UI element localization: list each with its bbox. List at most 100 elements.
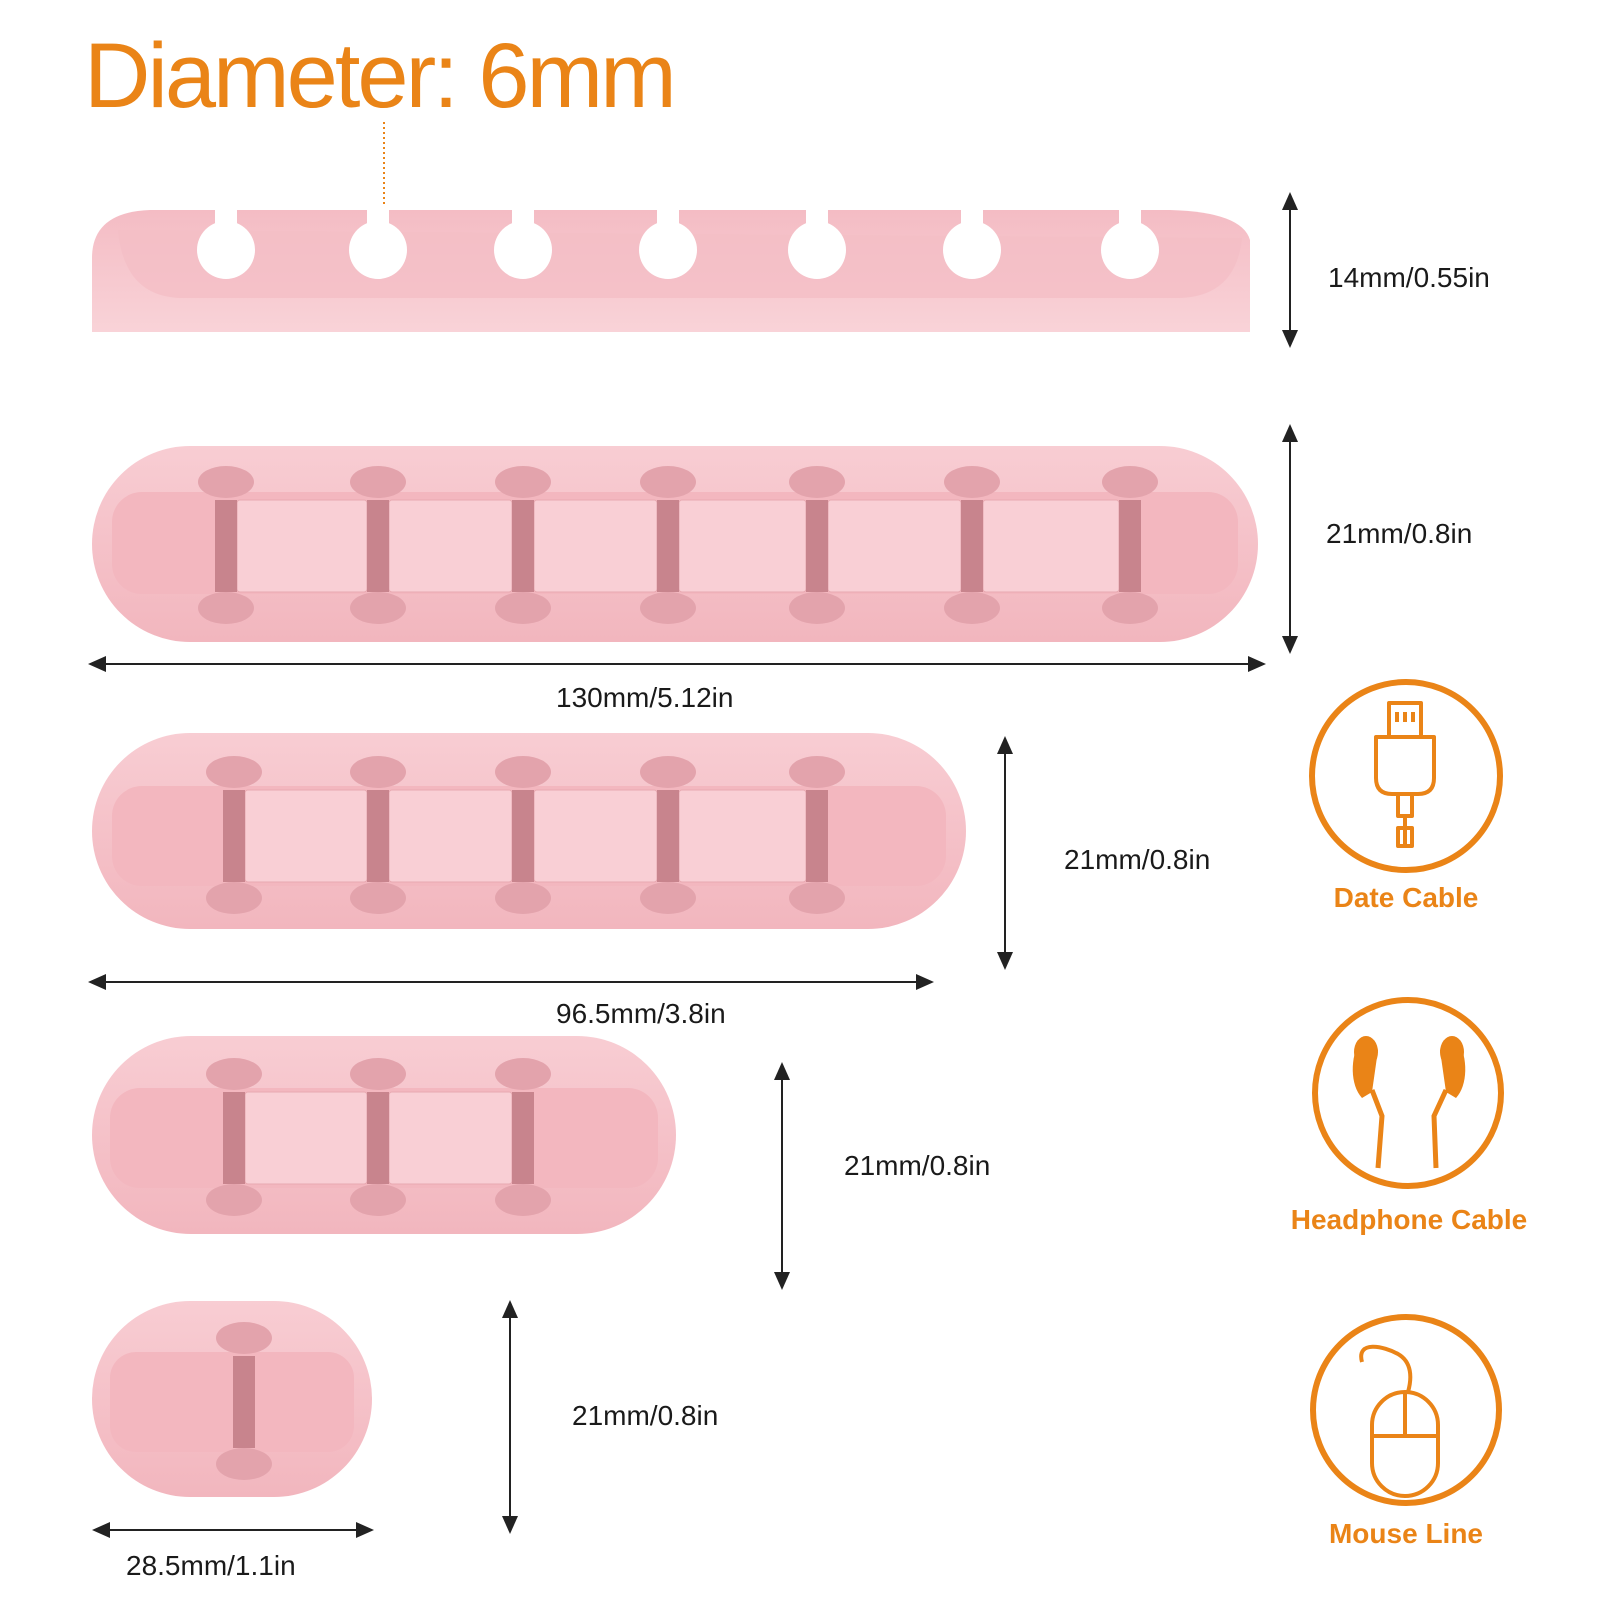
headphone-cable-caption: Headphone Cable [1290,1204,1528,1235]
groove-bottom-notch [1102,592,1158,624]
cable-groove [215,500,237,592]
groove-top-notch [1102,466,1158,498]
cable-slit [961,206,983,228]
cable-hole [494,221,552,279]
clip-block [388,1091,513,1185]
groove-bottom-notch [350,1184,406,1216]
groove-bottom-notch [640,592,696,624]
cable-groove [806,790,828,882]
seven-slot-length-label: 130mm/5.12in [556,682,734,713]
one-slot-height-label: 21mm/0.8in [572,1400,719,1431]
groove-top-notch [640,466,696,498]
groove-top-notch [495,756,551,788]
earphones-icon [1352,1036,1466,1169]
groove-bottom-notch [640,882,696,914]
clip-block [533,499,658,593]
groove-top-notch [944,466,1000,498]
cable-groove [223,790,245,882]
one-slot-organizer [92,1301,372,1497]
usb-cable-icon-circle [1309,679,1503,873]
groove-top-notch [789,466,845,498]
clip-block [982,499,1120,593]
dimension-arrows [88,192,1298,1538]
mouse-line-caption: Mouse Line [1328,1518,1483,1549]
date-cable-caption: Date Cable [1333,882,1479,913]
clip-block [388,789,513,883]
cable-groove [657,500,679,592]
cable-slit [367,206,389,228]
groove-top-notch [216,1322,272,1354]
cable-groove [1119,500,1141,592]
groove-top-notch [206,756,262,788]
side-view-organizer [92,206,1250,332]
groove-bottom-notch [495,1184,551,1216]
cable-hole [639,221,697,279]
cable-groove [233,1356,255,1448]
groove-top-notch [640,756,696,788]
groove-bottom-notch [198,592,254,624]
clip-block [244,1091,368,1185]
earphones-icon-circle [1312,997,1504,1189]
cable-slit [806,206,828,228]
cable-groove [657,790,679,882]
groove-bottom-notch [206,1184,262,1216]
cable-slit [1119,206,1141,228]
groove-bottom-notch [495,592,551,624]
cable-groove [806,500,828,592]
cable-groove [512,790,534,882]
cable-hole [943,221,1001,279]
mouse-icon [1359,1344,1440,1498]
groove-bottom-notch [216,1448,272,1480]
groove-top-notch [789,756,845,788]
cable-groove [367,790,389,882]
seven-slot-height-label: 21mm/0.8in [1326,518,1473,549]
side-height-label: 14mm/0.55in [1328,262,1490,293]
clip-block [533,789,658,883]
clip-block [244,789,368,883]
cable-groove [512,500,534,592]
cable-groove [512,1092,534,1184]
five-slot-organizer [92,733,966,929]
five-slot-height-label: 21mm/0.8in [1064,844,1211,875]
clip-block [236,499,368,593]
groove-bottom-notch [944,592,1000,624]
cable-groove [367,1092,389,1184]
groove-bottom-notch [350,882,406,914]
cable-groove [223,1092,245,1184]
cable-slit [215,206,237,228]
groove-top-notch [350,466,406,498]
groove-bottom-notch [789,592,845,624]
three-slot-organizer [92,1036,676,1234]
groove-top-notch [350,756,406,788]
cable-hole [349,221,407,279]
groove-top-notch [198,466,254,498]
groove-bottom-notch [350,592,406,624]
groove-bottom-notch [206,882,262,914]
cable-slit [512,206,534,228]
groove-top-notch [495,1058,551,1090]
clip-block [827,499,962,593]
clip-block [678,789,807,883]
clip-block [388,499,513,593]
cable-groove [961,500,983,592]
groove-top-notch [206,1058,262,1090]
five-slot-length-label: 96.5mm/3.8in [556,998,726,1029]
one-slot-length-label: 28.5mm/1.1in [126,1550,296,1581]
cable-hole [1101,221,1159,279]
seven-slot-organizer [92,446,1258,642]
groove-top-notch [350,1058,406,1090]
groove-top-notch [495,466,551,498]
diameter-title: Diameter: 6mm [84,25,677,127]
cable-hole [197,221,255,279]
three-slot-height-label: 21mm/0.8in [844,1150,991,1181]
groove-bottom-notch [789,882,845,914]
clip-block [678,499,807,593]
cable-groove [367,500,389,592]
groove-bottom-notch [495,882,551,914]
mouse-icon-circle [1310,1314,1502,1506]
cable-slit [657,206,679,228]
usb-cable-icon [1374,701,1436,848]
cable-hole [788,221,846,279]
